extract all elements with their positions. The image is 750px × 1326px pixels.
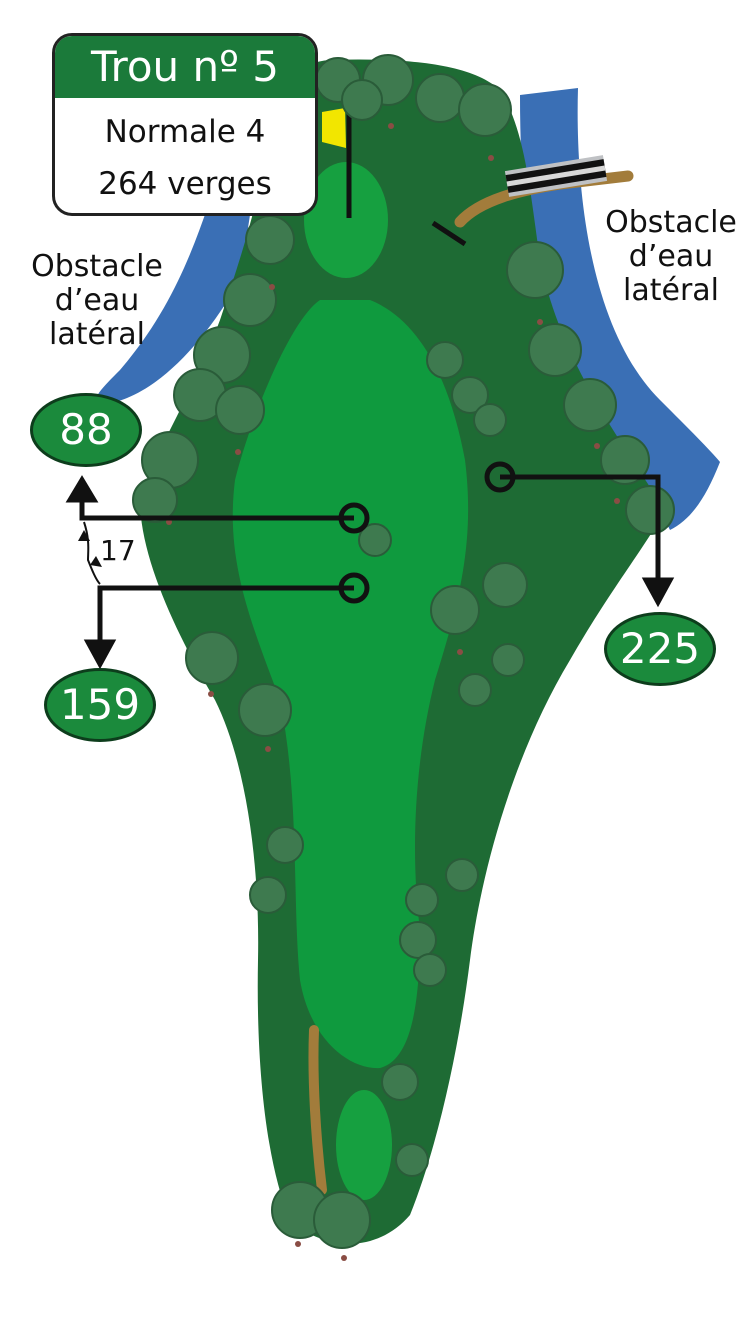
tree-trunk — [269, 284, 275, 290]
tree-trunk — [594, 443, 600, 449]
tree — [415, 73, 465, 123]
tree — [482, 562, 528, 608]
tree — [215, 385, 265, 435]
tree-trunk — [295, 1241, 301, 1247]
arrow-159 — [83, 639, 117, 670]
tree — [451, 376, 489, 414]
tree — [491, 643, 525, 677]
distance-badge-88: 88 — [30, 393, 142, 467]
tree — [399, 921, 437, 959]
left-hazard-line-2: d’eau — [54, 283, 140, 318]
line-to-225 — [500, 474, 661, 588]
distance-badge-159: 159 — [44, 668, 156, 742]
tree — [238, 683, 292, 737]
path-marker — [431, 220, 467, 247]
marker-88-dot — [338, 502, 370, 534]
trees — [132, 54, 675, 1249]
tree — [266, 826, 304, 864]
tree-trunk — [341, 1255, 347, 1261]
tree-trunks — [166, 123, 620, 1261]
gap-bracket — [83, 521, 101, 585]
line-to-159 — [97, 585, 354, 650]
tree — [405, 883, 439, 917]
arrow-225 — [641, 577, 675, 608]
tree-trunk — [265, 746, 271, 752]
tee-box — [336, 1090, 392, 1200]
flag-icon — [322, 108, 346, 148]
marker-159-dot — [338, 572, 370, 604]
right-hazard-line-2: d’eau — [628, 239, 714, 274]
bridge — [504, 155, 608, 197]
left-hazard-label: Obstacle d’eau latéral — [22, 250, 172, 352]
distance-badge-225: 225 — [604, 612, 716, 686]
tree — [506, 241, 564, 299]
tree — [625, 485, 675, 535]
tree — [395, 1143, 429, 1177]
fairway — [232, 300, 469, 1069]
tree-trunk — [457, 649, 463, 655]
tree — [185, 631, 239, 685]
gap-distance-label: 17 — [100, 534, 136, 567]
tree — [473, 403, 507, 437]
cart-path-bottom — [308, 1025, 327, 1195]
tree — [563, 378, 617, 432]
tree — [341, 79, 383, 121]
tree — [430, 585, 480, 635]
arrow-88 — [65, 475, 99, 503]
putting-green — [304, 162, 388, 278]
tree — [445, 858, 479, 892]
length-label: 264 verges — [98, 166, 272, 202]
left-hazard-line-1: Obstacle — [31, 249, 163, 284]
gap-arrow-top — [78, 530, 90, 541]
tree — [458, 83, 512, 137]
yardage-lines — [65, 461, 675, 670]
tree — [223, 273, 277, 327]
tree — [245, 215, 295, 265]
tree — [413, 953, 447, 987]
tree — [381, 1063, 419, 1101]
tree-trunk — [388, 123, 394, 129]
right-hazard-line-3: latéral — [623, 273, 719, 308]
tree — [458, 673, 492, 707]
hole-title: Trou nº 5 — [55, 36, 315, 98]
tree — [249, 876, 287, 914]
tree — [132, 477, 178, 523]
tree — [358, 523, 392, 557]
tree-trunk — [235, 449, 241, 455]
hole-info-card: Trou nº 5 Normale 4 264 verges — [52, 33, 318, 216]
right-hazard-label: Obstacle d’eau latéral — [596, 206, 746, 308]
tree-trunk — [208, 691, 214, 697]
tree-trunk — [614, 498, 620, 504]
tree-trunk — [488, 155, 494, 161]
tree — [313, 1191, 371, 1249]
right-water-hazard — [520, 88, 720, 530]
tree — [426, 341, 464, 379]
right-hazard-line-1: Obstacle — [605, 205, 737, 240]
tree — [528, 323, 582, 377]
par-label: Normale 4 — [104, 114, 266, 150]
tree-trunk — [537, 319, 543, 325]
marker-225-dot — [484, 461, 516, 493]
tree — [600, 435, 650, 485]
gap-arrow-bottom — [90, 556, 102, 567]
left-hazard-line-3: latéral — [49, 317, 145, 352]
